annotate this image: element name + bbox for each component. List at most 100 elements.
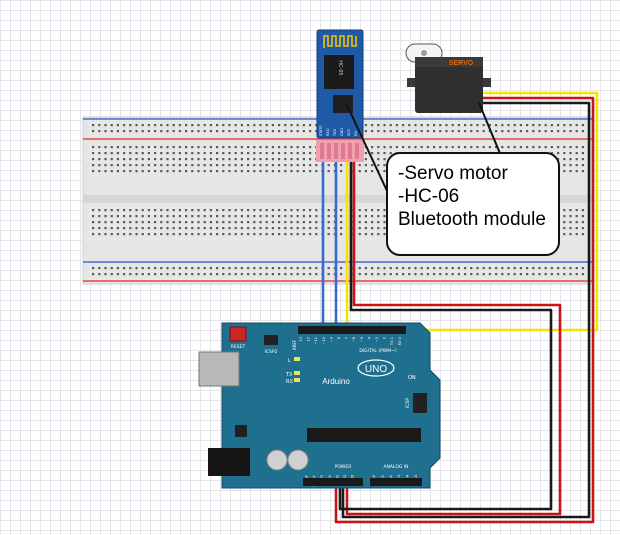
breadboard-hole: [433, 273, 436, 276]
breadboard-hole: [402, 267, 405, 270]
breadboard-hole: [129, 215, 132, 218]
breadboard-hole: [575, 273, 578, 276]
breadboard-hole: [451, 130, 454, 133]
breadboard-hole: [129, 233, 132, 236]
breadboard-hole: [259, 221, 262, 224]
breadboard-hole: [160, 152, 163, 155]
breadboard-hole: [476, 273, 479, 276]
breadboard-hole: [569, 152, 572, 155]
breadboard-hole: [395, 146, 398, 149]
breadboard-hole: [569, 164, 572, 167]
breadboard-hole: [98, 209, 101, 212]
breadboard-hole: [563, 164, 566, 167]
breadboard-hole: [309, 170, 312, 173]
breadboard-hole: [426, 130, 429, 133]
breadboard-hole: [191, 124, 194, 127]
breadboard-hole: [302, 273, 305, 276]
breadboard-hole: [371, 215, 374, 218]
breadboard-hole: [581, 215, 584, 218]
breadboard-hole: [172, 273, 175, 276]
breadboard-hole: [315, 215, 318, 218]
led-l: [294, 357, 300, 361]
breadboard-hole: [482, 273, 485, 276]
breadboard-hole: [569, 267, 572, 270]
breadboard-hole: [265, 267, 268, 270]
breadboard-hole: [476, 146, 479, 149]
breadboard-hole: [327, 215, 330, 218]
breadboard-hole: [92, 164, 95, 167]
breadboard-hole: [451, 267, 454, 270]
breadboard-hole: [197, 227, 200, 230]
breadboard-hole: [92, 233, 95, 236]
breadboard-hole: [271, 170, 274, 173]
reset-button[interactable]: [229, 326, 247, 342]
breadboard-hole: [216, 158, 219, 161]
breadboard-hole: [296, 267, 299, 270]
breadboard-hole: [464, 124, 467, 127]
breadboard-hole: [581, 227, 584, 230]
breadboard-hole: [265, 273, 268, 276]
breadboard-hole: [197, 267, 200, 270]
breadboard-hole: [569, 227, 572, 230]
breadboard-hole: [513, 124, 516, 127]
breadboard-hole: [104, 215, 107, 218]
breadboard-hole: [147, 209, 150, 212]
icsp2-header: [264, 335, 278, 345]
breadboard-hole: [110, 152, 113, 155]
power-header: [303, 478, 363, 486]
breadboard-hole: [253, 267, 256, 270]
breadboard-hole: [290, 221, 293, 224]
breadboard-hole: [228, 221, 231, 224]
breadboard-hole: [445, 130, 448, 133]
breadboard-hole: [216, 124, 219, 127]
breadboard-hole: [302, 146, 305, 149]
breadboard-hole: [550, 146, 553, 149]
arduino-pin-label: A2: [389, 475, 393, 480]
breadboard-hole: [222, 164, 225, 167]
breadboard-hole: [482, 124, 485, 127]
hc06-pin-label: RXD: [326, 128, 330, 136]
breadboard-hole: [129, 273, 132, 276]
breadboard-hole: [222, 273, 225, 276]
breadboard-hole: [234, 233, 237, 236]
breadboard-hole: [426, 267, 429, 270]
breadboard-hole: [185, 209, 188, 212]
breadboard-hole: [209, 130, 212, 133]
callout-box: -Servo motor -HC-06 Bluetooth module: [386, 152, 560, 256]
power-label: POWER: [335, 464, 352, 470]
breadboard-hole: [563, 215, 566, 218]
breadboard-hole: [389, 146, 392, 149]
breadboard-hole: [234, 170, 237, 173]
breadboard-hole: [575, 227, 578, 230]
breadboard-hole: [569, 209, 572, 212]
breadboard-hole: [371, 130, 374, 133]
breadboard-hole: [253, 227, 256, 230]
callout-line-bluetooth: Bluetooth module: [398, 209, 546, 230]
breadboard-hole: [247, 124, 250, 127]
breadboard-hole: [228, 233, 231, 236]
breadboard-hole: [383, 227, 386, 230]
breadboard-hole: [265, 158, 268, 161]
breadboard-hole: [178, 130, 181, 133]
breadboard-hole: [271, 273, 274, 276]
breadboard-hole: [98, 227, 101, 230]
breadboard-hole: [203, 158, 206, 161]
arduino-pin-label: 7: [345, 337, 349, 339]
breadboard-hole: [290, 215, 293, 218]
breadboard-hole: [178, 267, 181, 270]
breadboard-hole: [209, 146, 212, 149]
breadboard-hole: [278, 124, 281, 127]
breadboard-hole: [185, 152, 188, 155]
breadboard-hole: [575, 267, 578, 270]
breadboard-hole: [389, 130, 392, 133]
breadboard-hole: [296, 158, 299, 161]
breadboard-hole: [160, 146, 163, 149]
breadboard-hole: [216, 273, 219, 276]
breadboard-hole: [216, 152, 219, 155]
breadboard-hole: [216, 267, 219, 270]
arduino-pin-label: A3: [397, 475, 401, 480]
breadboard-hole: [154, 130, 157, 133]
breadboard-hole: [147, 146, 150, 149]
breadboard-hole: [302, 267, 305, 270]
breadboard-hole: [265, 209, 268, 212]
